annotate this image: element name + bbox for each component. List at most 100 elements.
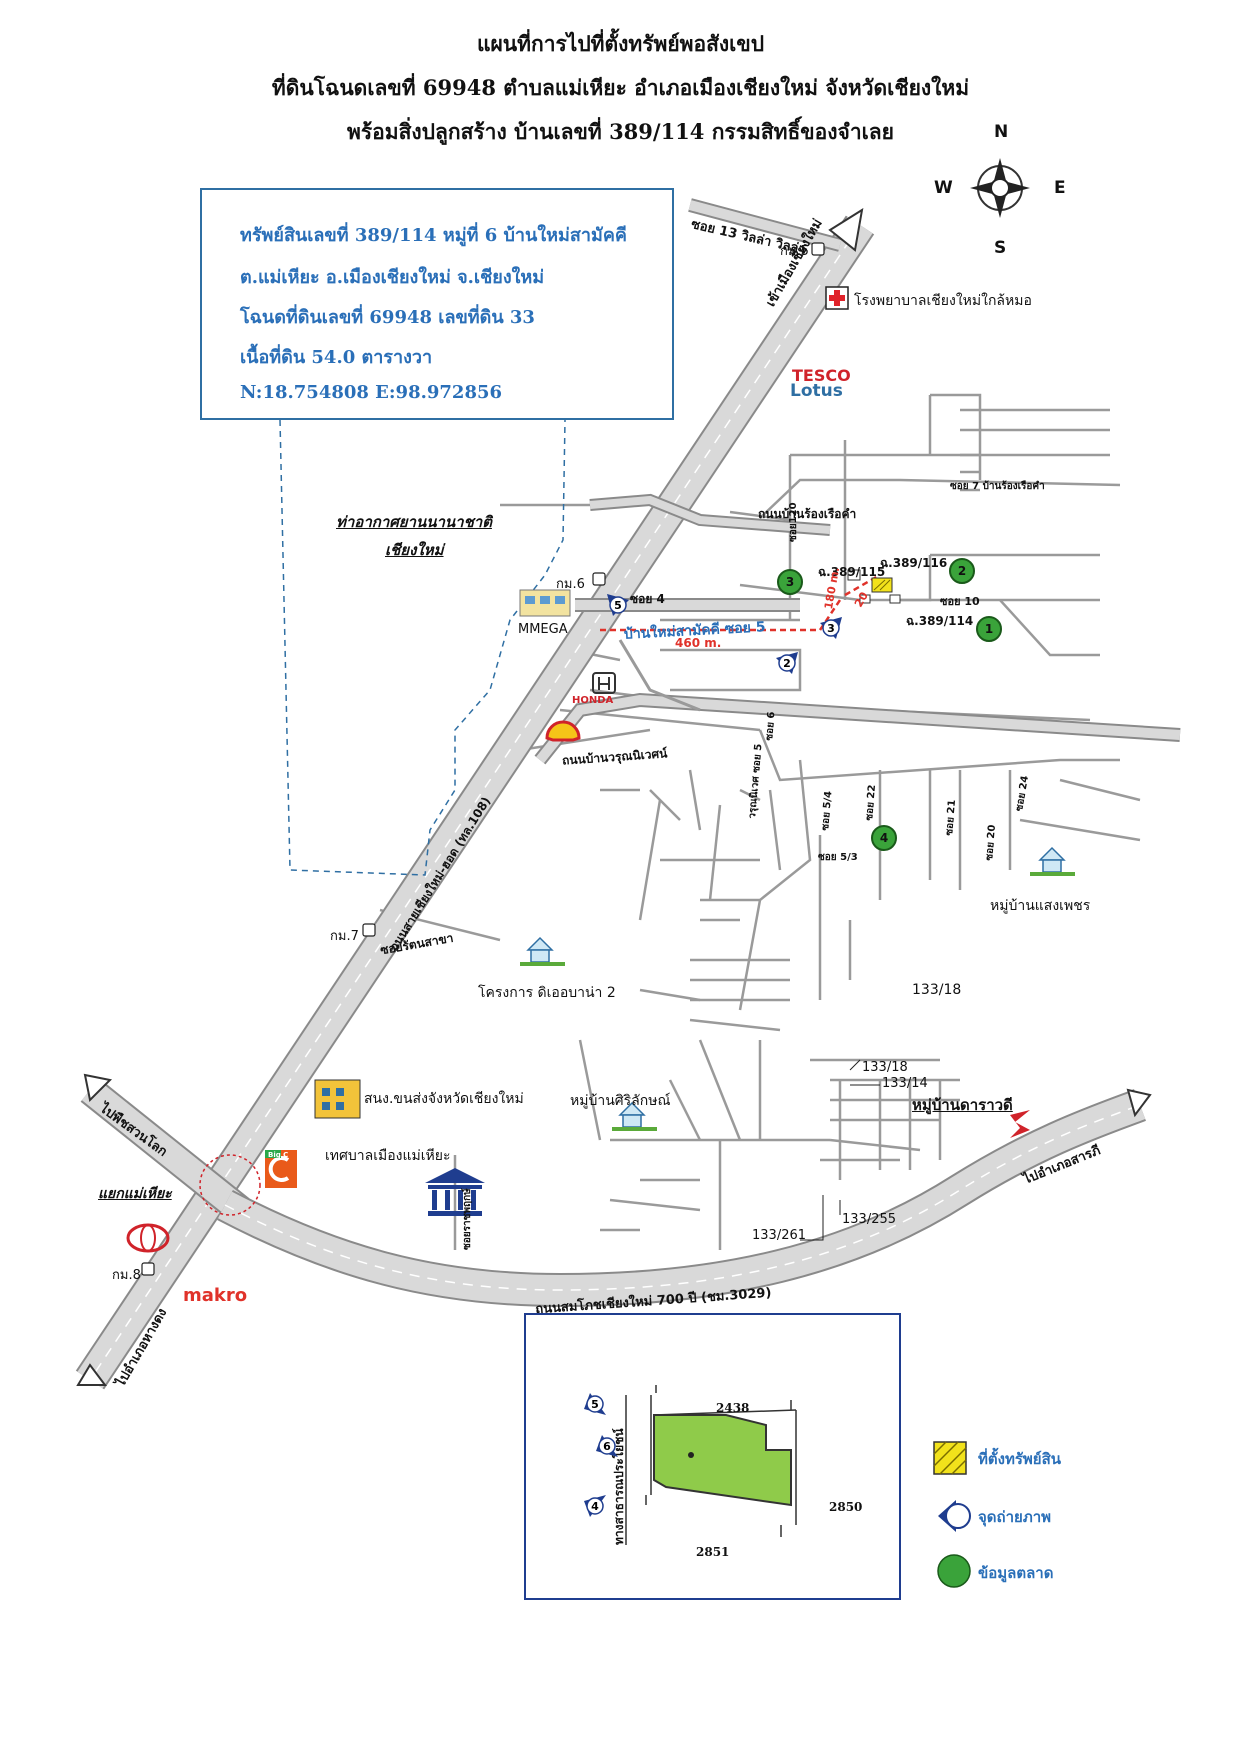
mae-hia-junction-circle (199, 1154, 261, 1216)
label-133-14: 133/14 (882, 1076, 928, 1091)
property-info-line-1: ทรัพย์สินเลขที่ 389/114 หมู่ที่ 6 บ้านให… (240, 225, 627, 246)
inset-plan-drawing (625, 1385, 797, 1545)
label-km6: กม.6 (556, 577, 585, 592)
label-mae-hia-junction: แยกแม่เหียะ (98, 1186, 172, 1202)
property-location-marker (871, 577, 893, 593)
legend-photo-point-label: จุดถ่ายภาพ (978, 1508, 1052, 1526)
label-mmega: MMEGA (518, 622, 568, 637)
inset-label-2851: 2851 (696, 1545, 730, 1559)
label-sirilak-village: หมู่บ้านศิริลักษณ์ (570, 1093, 671, 1109)
label-133-18-b: 133/18 (862, 1060, 908, 1075)
legend-property-swatch-icon (933, 1441, 967, 1475)
label-133-261: 133/261 (752, 1228, 807, 1243)
bigc-logo-icon (265, 1150, 297, 1188)
label-soi4: ซอย 4 (630, 592, 665, 606)
label-soi7: ซอย 7 บ้านร้องเรือคำ (950, 481, 1045, 492)
label-bigc: Big C (268, 1151, 289, 1159)
village-icon-sirilak (612, 1101, 657, 1131)
title-line-1: แผนที่การไปที่ตั้งทรัพย์พอสังเขป (476, 31, 765, 56)
airport-boundary (279, 419, 566, 876)
compass-rose-icon (970, 158, 1030, 218)
transport-office-icon (314, 1079, 361, 1119)
label-saengphet-village: หมู่บ้านแสงเพชร (990, 898, 1091, 914)
property-info-line-3: โฉนดที่ดินเลขที่ 69948 เลขที่ดิน 33 (240, 307, 535, 328)
compass-e: E (1054, 178, 1066, 198)
photo-point-marker-5[interactable]: 5 (605, 592, 631, 618)
label-soi21: ซอย 21 (943, 799, 959, 837)
toyota-logo-icon (126, 1223, 170, 1253)
label-darawadee-village: หมู่บ้านดาราวดี (912, 1096, 1013, 1114)
label-house-389-116: ฉ.389/116 (880, 556, 948, 570)
title-line-2: ที่ดินโฉนดเลขที่ 69948 ตำบลแม่เหียะ อำเภ… (271, 75, 970, 100)
label-soi10: ซอย 10 (940, 595, 980, 608)
label-km7: กม.7 (330, 929, 359, 944)
municipality-building-icon (425, 1168, 485, 1216)
road-arrows (76, 207, 1152, 1386)
label-soi5-3: ซอย 5/3 (818, 852, 858, 863)
inset-photo-marker-6[interactable]: 6 (594, 1433, 620, 1459)
village-icon-saengphet (1030, 846, 1075, 876)
label-the-bana: โครงการ ดิเออบาน่า 2 (478, 985, 616, 1001)
legend-photo-point-icon (938, 1500, 971, 1532)
honda-logo-icon (592, 672, 616, 694)
label-house-389-114: ฉ.389/114 (906, 614, 974, 628)
suzuki-logo-icon (1010, 1110, 1030, 1138)
market-data-marker-4[interactable]: 4 (871, 825, 897, 851)
svg-text:4: 4 (591, 1500, 599, 1513)
label-transport-office: สนง.ขนส่งจังหวัดเชียงใหม่ (364, 1091, 524, 1107)
inset-photo-marker-4[interactable]: 4 (582, 1493, 608, 1519)
label-house-389-115: ฉ.389/115 (818, 565, 886, 579)
market-data-marker-2[interactable]: 2 (949, 558, 975, 584)
title-line-3: พร้อมสิ่งปลูกสร้าง บ้านเลขที่ 389/114 กร… (347, 119, 894, 144)
market-data-marker-1[interactable]: 1 (976, 616, 1002, 642)
legend-market-data-icon (937, 1554, 971, 1588)
label-km5: กม.5 (780, 244, 809, 259)
legend-market-data-label: ข้อมูลตลาด (978, 1564, 1054, 1582)
svg-text:5: 5 (614, 599, 622, 612)
label-km8: กม.8 (112, 1268, 141, 1283)
property-info-box: ทรัพย์สินเลขที่ 389/114 หมู่ที่ 6 บ้านให… (200, 188, 674, 420)
property-info-line-4: เนื้อที่ดิน 54.0 ตารางวา (240, 347, 433, 368)
market-data-marker-3[interactable]: 3 (777, 569, 803, 595)
inset-land-plan: 2438 2850 2851 ทางสาธารณประโยชน์ 5 6 4 (524, 1313, 901, 1600)
compass-s: S (994, 238, 1007, 258)
label-airport-2: เชียงใหม่ (385, 541, 444, 559)
ring-road-3029 (217, 1089, 1146, 1308)
svg-text:2: 2 (783, 657, 791, 670)
svg-text:3: 3 (827, 622, 835, 635)
label-municipality: เทศบาลเมืองแม่เหียะ (325, 1148, 451, 1164)
compass-w: W (934, 178, 953, 198)
property-info-line-2: ต.แม่เหียะ อ.เมืองเชียงใหม่ จ.เชียงใหม่ (240, 267, 545, 288)
label-soi20: ซอย 20 (983, 824, 999, 862)
label-makro: makro (183, 1285, 248, 1306)
hospital-icon (825, 286, 849, 310)
label-133-18-a: 133/18 (912, 982, 962, 998)
compass-n: N (994, 122, 1009, 142)
label-hospital: โรงพยาบาลเชียงใหม่ใกล้หมอ (854, 293, 1032, 309)
svg-text:5: 5 (591, 1398, 599, 1411)
label-lotus: Lotus (790, 381, 843, 401)
label-soi22: ซอย 22 (863, 784, 879, 822)
label-soi-ratchaphruek: ซอยราชพฤกษ์ (462, 1188, 473, 1250)
shell-logo-icon (545, 720, 581, 742)
inset-photo-marker-5[interactable]: 5 (582, 1391, 608, 1417)
village-icons (520, 846, 1075, 1131)
label-tesco: TESCO (792, 366, 851, 385)
village-icon-thebana (520, 936, 565, 966)
svg-text:6: 6 (603, 1440, 611, 1453)
label-soi6: ซอย 6 (763, 711, 778, 742)
label-rong-ruea-kham-road: ถนนบ้านร้องเรือคำ (758, 507, 857, 521)
photo-point-marker-2[interactable]: 2 (774, 650, 800, 676)
label-133-255: 133/255 (842, 1212, 897, 1227)
house-icons (847, 569, 901, 604)
road-suan-lok (80, 1078, 250, 1222)
inset-label-2438: 2438 (716, 1401, 750, 1415)
label-soi120: ซอย120 (788, 502, 799, 542)
legend-property-label: ที่ตั้งทรัพย์สิน (978, 1450, 1061, 1468)
label-distance-460m: 460 m. (675, 636, 722, 650)
photo-point-marker-3[interactable]: 3 (818, 615, 844, 641)
label-honda: HONDA (572, 695, 614, 706)
km-post-icons (141, 242, 825, 1276)
